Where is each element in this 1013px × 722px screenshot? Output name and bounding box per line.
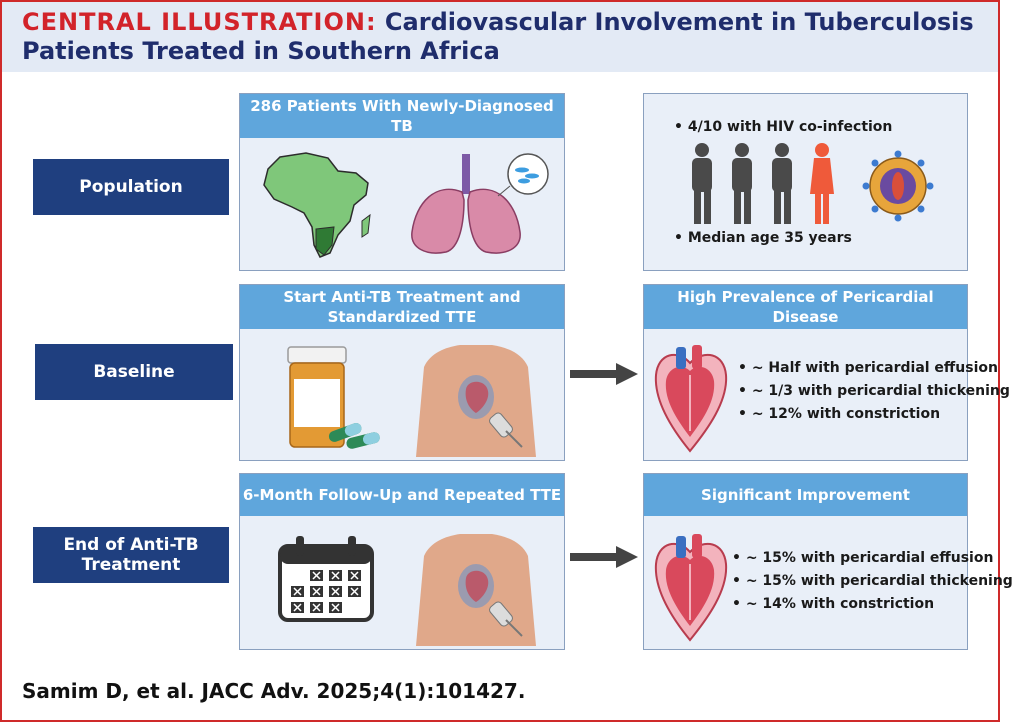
end-bullet-2-text: ~ 15% with pericardial thickening — [745, 573, 1013, 589]
median-age-text: Median age 35 years — [687, 230, 852, 246]
improvement-panel-title: Significant Improvement — [644, 474, 967, 516]
citation: Samim D, et al. JACC Adv. 2025;4(1):1014… — [22, 679, 526, 703]
africa-map-icon — [263, 152, 371, 258]
hiv-virus-icon — [862, 150, 934, 222]
baseline-bullet-2: • ~ 1/3 with pericardial thickening — [738, 383, 1010, 399]
echo-chest-icon — [416, 345, 536, 457]
row-label-population: Population — [33, 159, 229, 215]
demographics-bullet-2: • Median age 35 years — [674, 230, 852, 246]
row-label-baseline: Baseline — [35, 344, 233, 400]
baseline-bullet-2-text: ~ 1/3 with pericardial thickening — [751, 383, 1010, 399]
lungs-icon — [411, 153, 549, 254]
improvement-bullets: • ~ 15% with pericardial effusion • ~ 15… — [732, 547, 1013, 616]
page-title: CENTRAL ILLUSTRATION: Cardiovascular Inv… — [22, 8, 982, 66]
baseline-arrow-icon — [570, 363, 638, 385]
row-label-end-line2: Treatment — [81, 555, 181, 575]
followup-arrow-icon — [570, 546, 638, 568]
calendar-icon — [278, 536, 374, 622]
population-panel-title: 286 Patients With Newly-Diagnosed TB — [240, 94, 564, 138]
improvement-panel: Significant Improvement • ~ 15% with per… — [643, 473, 1013, 650]
title-line-1: Cardiovascular Involvement in Tuberculos… — [384, 8, 974, 36]
baseline-bullet-1: • ~ Half with pericardial effusion — [738, 360, 998, 376]
pericardial-disease-bullets: • ~ Half with pericardial effusion • ~ 1… — [738, 357, 1010, 426]
echo-chest-followup-icon — [416, 534, 536, 646]
heart-followup-icon — [654, 534, 728, 642]
end-bullet-3-text: ~ 14% with constriction — [745, 596, 935, 612]
header-banner: CENTRAL ILLUSTRATION: Cardiovascular Inv… — [2, 2, 998, 72]
row-label-population-text: Population — [79, 177, 183, 197]
baseline-panel: Start Anti-TB Treatment and Standardized… — [239, 284, 565, 461]
baseline-panel-title: Start Anti-TB Treatment and Standardized… — [240, 285, 564, 329]
end-bullet-3: • ~ 14% with constriction — [732, 596, 935, 612]
population-panel: 286 Patients With Newly-Diagnosed TB — [239, 93, 565, 271]
end-bullet-1: • ~ 15% with pericardial effusion — [732, 550, 994, 566]
end-bullet-1-text: ~ 15% with pericardial effusion — [745, 550, 994, 566]
population-panel-title-text: 286 Patients With Newly-Diagnosed TB — [250, 97, 554, 135]
improvement-panel-title-text: Significant Improvement — [701, 486, 910, 504]
title-line-2: Patients Treated in Southern Africa — [22, 37, 500, 65]
pericardial-disease-panel: High Prevalence of Pericardial Disease •… — [643, 284, 1010, 461]
row-label-baseline-text: Baseline — [93, 362, 175, 382]
people-silhouettes-icon — [692, 143, 834, 224]
row-label-end-line1: End of Anti-TB — [63, 535, 199, 555]
demographics-panel: • 4/10 with HIV co-infection • Median ag… — [643, 93, 968, 271]
hiv-coinfection-text: 4/10 with HIV co-infection — [687, 119, 893, 135]
end-bullet-2: • ~ 15% with pericardial thickening — [732, 573, 1013, 589]
pill-bottle-icon — [287, 346, 380, 449]
row-label-end-of-treatment: End of Anti-TB Treatment — [33, 527, 229, 583]
followup-panel: 6-Month Follow-Up and Repeated TTE — [239, 473, 565, 650]
heart-icon — [654, 345, 728, 453]
demographics-bullet-1: • 4/10 with HIV co-infection — [674, 119, 893, 135]
followup-panel-title-text: 6-Month Follow-Up and Repeated TTE — [242, 486, 562, 504]
baseline-title-line1: Start Anti-TB Treatment and — [283, 288, 521, 306]
baseline-bullet-1-text: ~ Half with pericardial effusion — [751, 360, 998, 376]
pericardial-disease-title: High Prevalence of Pericardial Disease — [644, 285, 967, 329]
title-prefix: CENTRAL ILLUSTRATION: — [22, 8, 377, 36]
baseline-bullet-3: • ~ 12% with constriction — [738, 406, 941, 422]
pericardial-disease-title-text: High Prevalence of Pericardial Disease — [677, 288, 934, 326]
followup-panel-title: 6-Month Follow-Up and Repeated TTE — [240, 474, 564, 516]
baseline-title-line2: Standardized TTE — [327, 308, 477, 326]
baseline-bullet-3-text: ~ 12% with constriction — [751, 406, 941, 422]
